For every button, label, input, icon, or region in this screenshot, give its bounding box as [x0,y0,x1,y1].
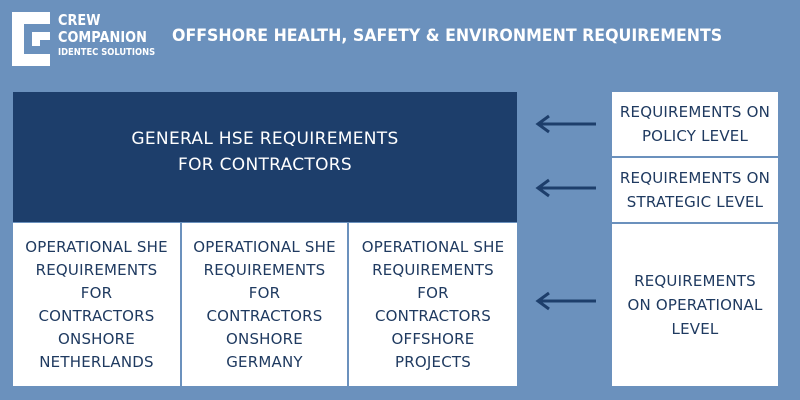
operational-level-box: REQUIREMENTS ON OPERATIONAL LEVEL [612,224,778,386]
logo-line-companion: COMPANION [58,28,147,46]
arrow-left-icon [535,291,596,311]
operational-germany-label: OPERATIONAL SHE REQUIREMENTS FOR CONTRAC… [193,237,336,371]
operational-level-label: REQUIREMENTS ON OPERATIONAL LEVEL [627,272,763,338]
crew-companion-logo-icon [12,12,50,66]
logo-wordmark: CREW COMPANION IDENTEC SOLUTIONS [58,12,168,60]
page-title: OFFSHORE HEALTH, SAFETY & ENVIRONMENT RE… [172,26,723,46]
general-hse-requirements-label: GENERAL HSE REQUIREMENTS FOR CONTRACTORS [131,129,399,175]
operational-netherlands-label: OPERATIONAL SHE REQUIREMENTS FOR CONTRAC… [25,237,168,371]
operational-netherlands-box: OPERATIONAL SHE REQUIREMENTS FOR CONTRAC… [13,223,180,386]
operational-offshore-label: OPERATIONAL SHE REQUIREMENTS FOR CONTRAC… [361,237,505,371]
general-hse-requirements-box: GENERAL HSE REQUIREMENTS FOR CONTRACTORS [13,92,517,222]
logo-line-identec: IDENTEC SOLUTIONS [58,47,156,58]
policy-level-label: REQUIREMENTS ON POLICY LEVEL [619,103,771,145]
strategic-level-box: REQUIREMENTS ON STRATEGIC LEVEL [612,158,778,222]
strategic-level-label: REQUIREMENTS ON STRATEGIC LEVEL [619,169,771,211]
operational-offshore-box: OPERATIONAL SHE REQUIREMENTS FOR CONTRAC… [349,223,517,386]
operational-germany-box: OPERATIONAL SHE REQUIREMENTS FOR CONTRAC… [182,223,347,386]
logo-line-crew: CREW [58,11,101,29]
policy-level-box: REQUIREMENTS ON POLICY LEVEL [612,92,778,156]
logo: CREW COMPANION IDENTEC SOLUTIONS [12,10,162,72]
arrow-left-icon [535,114,596,134]
arrow-left-icon [535,178,596,198]
